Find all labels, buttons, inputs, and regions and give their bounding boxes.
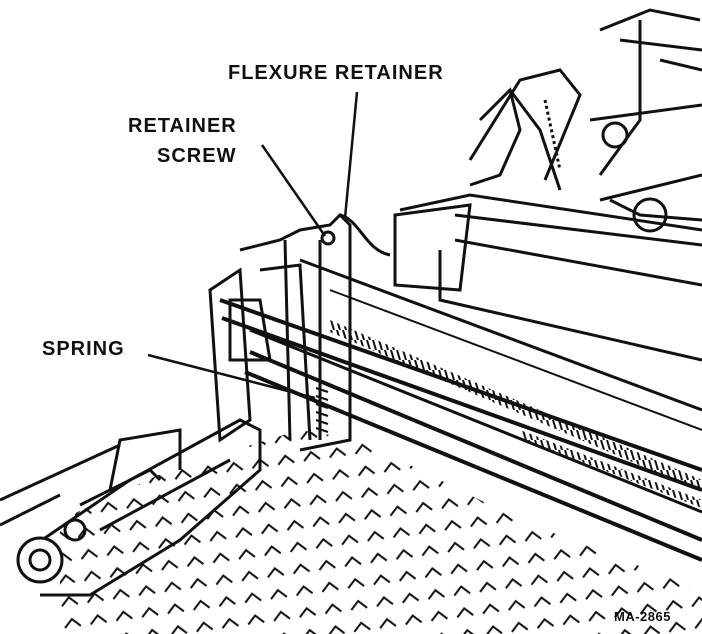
label-retainer-screw-line2: SCREW: [157, 145, 237, 167]
label-spring: SPRING: [42, 338, 125, 360]
spring: [315, 379, 329, 433]
label-retainer-screw-line1: RETAINER: [128, 115, 237, 137]
leader-spring: [147, 353, 316, 400]
label-flexure-retainer: FLEXURE RETAINER: [228, 62, 444, 84]
side-frame: [208, 203, 472, 452]
leader-flexure-retainer: [343, 91, 359, 219]
figure-id: MA-2865: [614, 609, 671, 624]
leader-retainer-screw: [260, 144, 327, 237]
base-plate: [60, 430, 702, 634]
drive-belt: [330, 320, 702, 492]
print-head-assembly: [399, 8, 702, 362]
drive-belt-lower: [520, 430, 702, 508]
lever-arm: [0, 418, 262, 597]
leader-lines: [147, 91, 359, 400]
